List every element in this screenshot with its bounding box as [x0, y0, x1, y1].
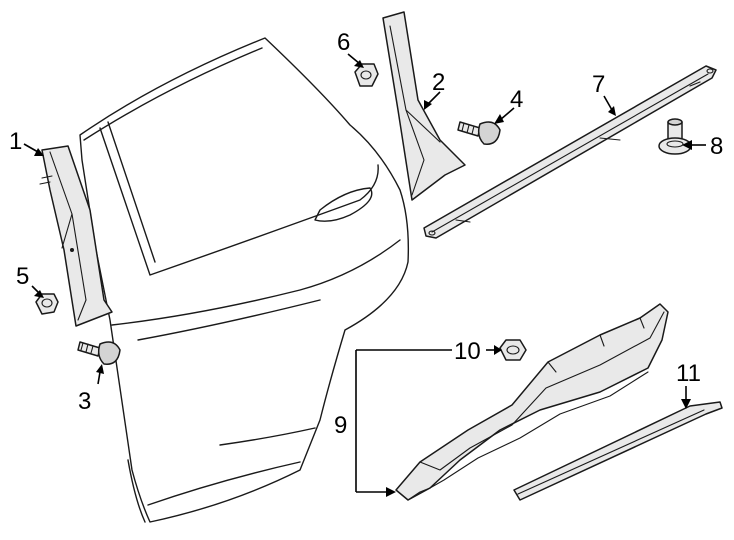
- part-3-screw: [77, 341, 121, 365]
- callout-5: 5: [16, 263, 29, 290]
- leader-lines: [23, 53, 706, 497]
- callout-11: 11: [676, 360, 701, 387]
- part-4-screw: [457, 121, 501, 145]
- callout-8: 8: [710, 133, 723, 160]
- part-7-belt-molding: [423, 65, 717, 239]
- part-6-nut: [354, 63, 379, 87]
- part-11-molding-strip: [513, 401, 723, 501]
- callout-10: 10: [454, 338, 481, 365]
- callout-3: 3: [78, 388, 91, 415]
- part-8-clip: [658, 118, 692, 155]
- part-9-rocker-molding: [395, 303, 669, 501]
- callout-labels: 1 2 3 4 5 6 7 8 9 10 11: [9, 29, 723, 439]
- callout-1: 1: [9, 128, 22, 155]
- part-2-pillar-cover: [382, 11, 466, 201]
- callout-6: 6: [337, 29, 350, 56]
- callout-2: 2: [432, 69, 445, 96]
- part-10-nut: [499, 339, 527, 361]
- callout-7: 7: [592, 71, 605, 98]
- callout-9: 9: [334, 412, 347, 439]
- callout-4: 4: [510, 86, 523, 113]
- part-1-pillar-applique: [39, 145, 113, 327]
- rear-door: [79, 37, 409, 523]
